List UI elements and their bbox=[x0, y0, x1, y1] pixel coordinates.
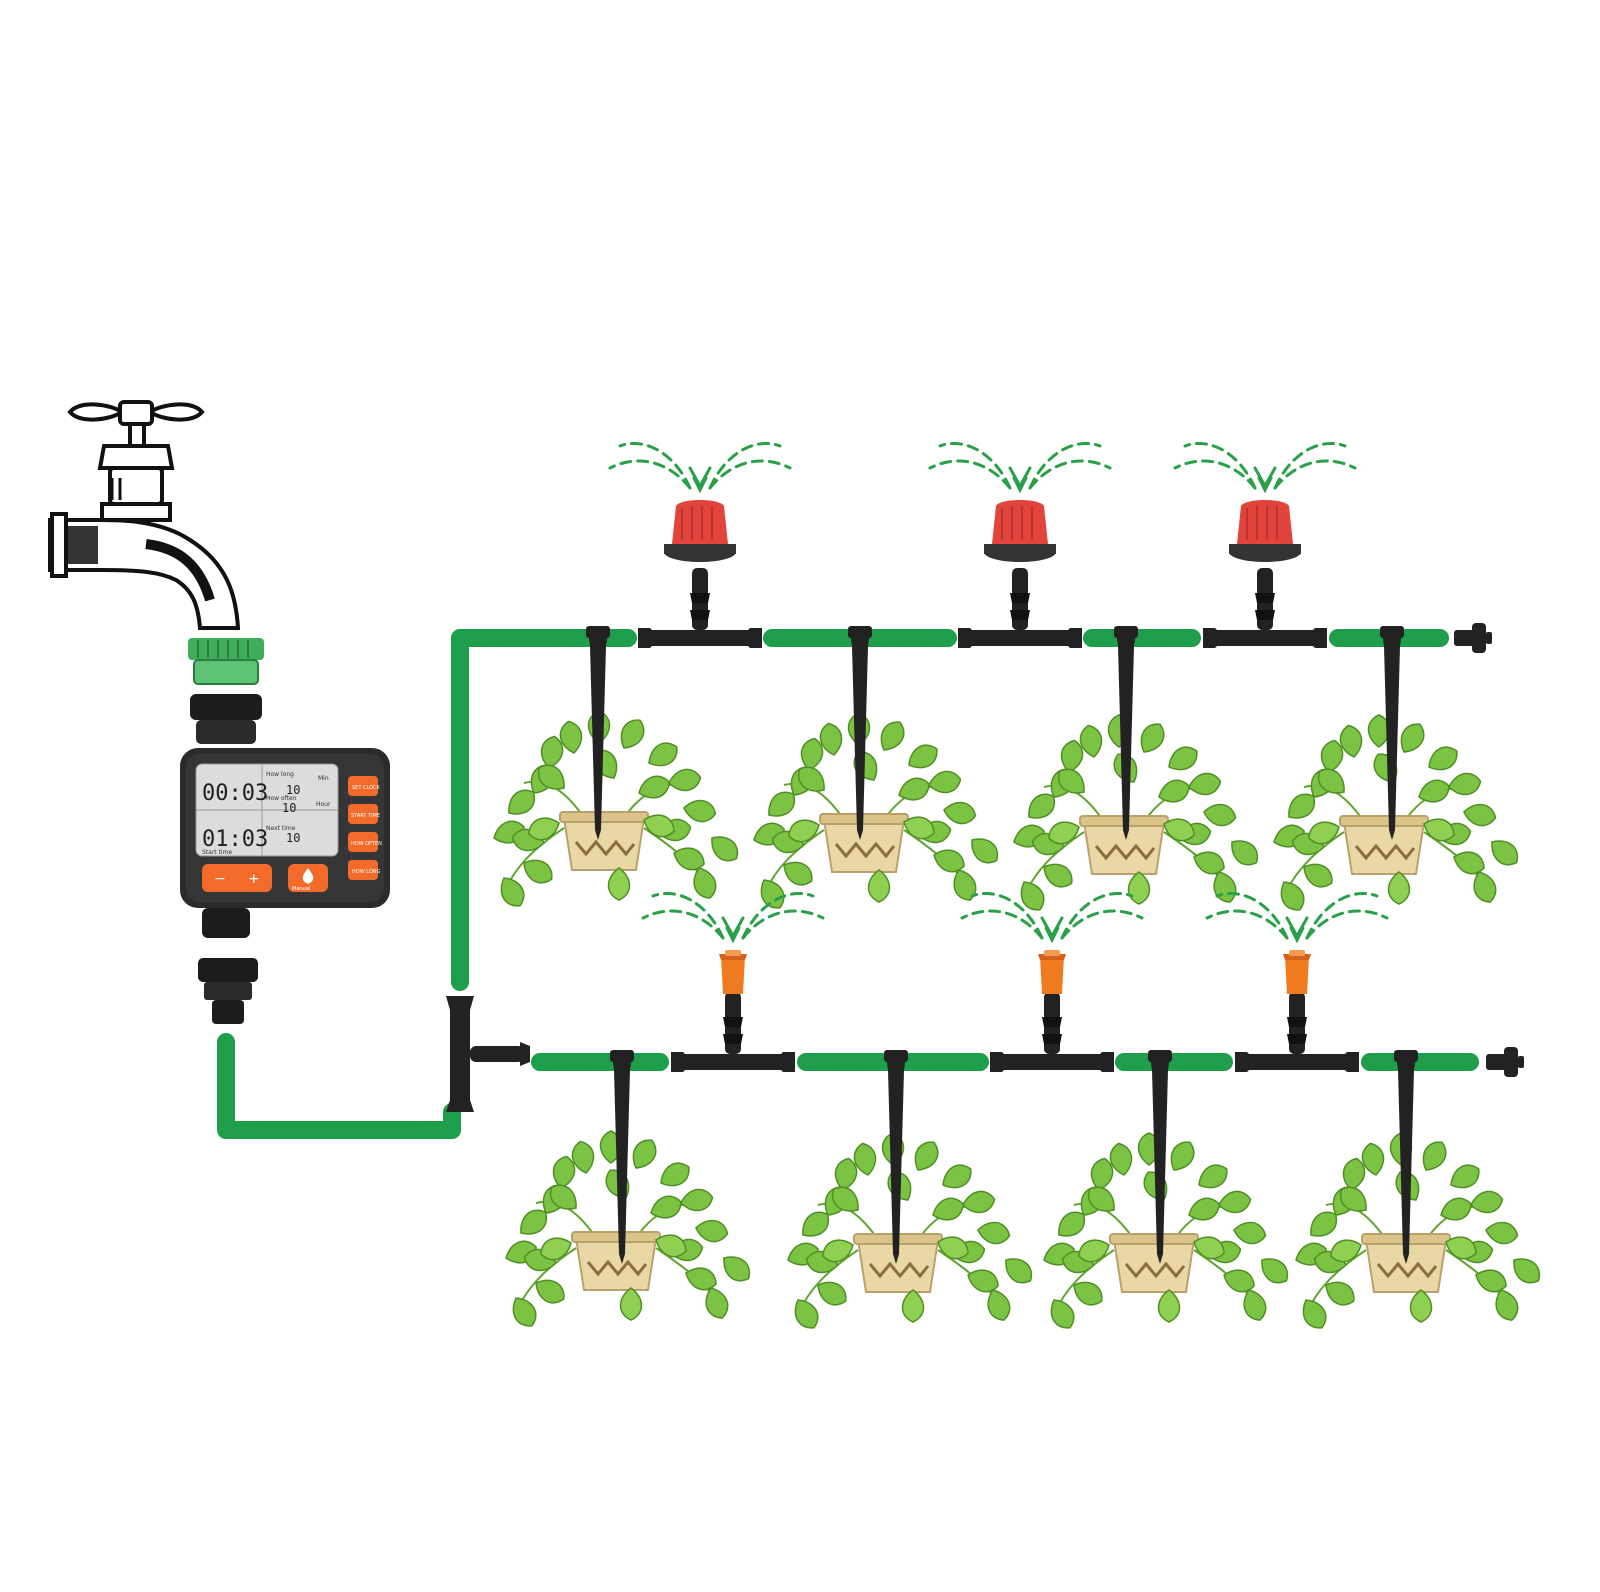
timer-side-buttons: SET CLOCK START TIME HOW OFTEN HOW LONG bbox=[348, 776, 382, 880]
water-spray-icon bbox=[641, 891, 825, 942]
main-tee-fitting-icon bbox=[446, 996, 530, 1112]
lcd-unit-min: Min bbox=[318, 775, 329, 782]
potted-plant-icon bbox=[502, 1131, 755, 1331]
sprinkler-icon bbox=[663, 499, 737, 563]
how-often-label: HOW OFTEN bbox=[351, 841, 382, 847]
end-plug-icon bbox=[1454, 623, 1492, 653]
water-timer-icon: 00:03 01:03 How long 10 Min How often 10… bbox=[180, 694, 390, 938]
tee-fitting-icon bbox=[1235, 992, 1359, 1072]
lcd-value-duration: 10 bbox=[286, 783, 300, 797]
potted-plant-icon bbox=[490, 711, 743, 911]
faucet-icon bbox=[48, 400, 241, 630]
water-drop-icon bbox=[302, 868, 314, 884]
lcd-bottom-time: 01:03 bbox=[202, 827, 268, 852]
sprinkler-icon bbox=[1228, 499, 1302, 563]
mist-nozzle-icon bbox=[719, 950, 747, 994]
quick-connector-icon bbox=[198, 958, 258, 1024]
potted-plant-icon bbox=[1292, 1133, 1545, 1333]
start-time-label: START TIME bbox=[351, 813, 380, 819]
lcd-value-frequency: 10 bbox=[282, 801, 296, 815]
water-spray-icon bbox=[928, 441, 1112, 492]
tee-fitting-icon bbox=[958, 568, 1082, 648]
water-spray-icon bbox=[1173, 441, 1357, 492]
water-spray-icon bbox=[608, 441, 792, 492]
lcd-label-next-time: Next time bbox=[266, 825, 296, 832]
set-clock-button[interactable] bbox=[348, 776, 378, 796]
lcd-label-how-long: How long bbox=[266, 771, 294, 778]
tee-fitting-icon bbox=[1203, 568, 1327, 648]
water-spray-icon bbox=[960, 891, 1144, 942]
end-plug-icon bbox=[1486, 1047, 1524, 1077]
tee-fitting-icon bbox=[671, 992, 795, 1072]
manual-label: Manual bbox=[292, 886, 310, 892]
start-time-button[interactable] bbox=[348, 804, 378, 824]
how-often-button[interactable] bbox=[348, 832, 378, 852]
tee-fitting-icon bbox=[638, 568, 762, 648]
lcd-label-how-often: How often bbox=[266, 795, 297, 802]
mist-nozzle-icon bbox=[1283, 950, 1311, 994]
potted-plant-icon bbox=[750, 713, 1003, 913]
set-clock-label: SET CLOCK bbox=[352, 785, 381, 791]
lcd-top-time: 00:03 bbox=[202, 781, 268, 806]
tee-fitting-icon bbox=[990, 992, 1114, 1072]
potted-plant-icon bbox=[1040, 1133, 1293, 1333]
lcd-unit-hour: Hour bbox=[316, 801, 331, 808]
potted-plant-icon bbox=[1010, 715, 1263, 915]
mist-nozzle-icon bbox=[1038, 950, 1066, 994]
plus-label: + bbox=[248, 871, 260, 887]
lcd-value-next: 10 bbox=[286, 831, 300, 845]
how-long-button[interactable] bbox=[348, 860, 378, 880]
minus-label: − bbox=[214, 871, 226, 887]
faucet-adapter-icon bbox=[188, 638, 264, 685]
top-branch-line bbox=[587, 441, 1492, 653]
bottom-branch-line bbox=[531, 891, 1524, 1077]
how-long-label: HOW LONG bbox=[352, 869, 381, 875]
lcd-label-start-time: Start time bbox=[202, 849, 232, 856]
minus-plus-button[interactable] bbox=[202, 864, 272, 892]
main-hose bbox=[217, 629, 605, 1139]
potted-plant-icon bbox=[784, 1133, 1037, 1333]
sprinkler-icon bbox=[983, 499, 1057, 563]
